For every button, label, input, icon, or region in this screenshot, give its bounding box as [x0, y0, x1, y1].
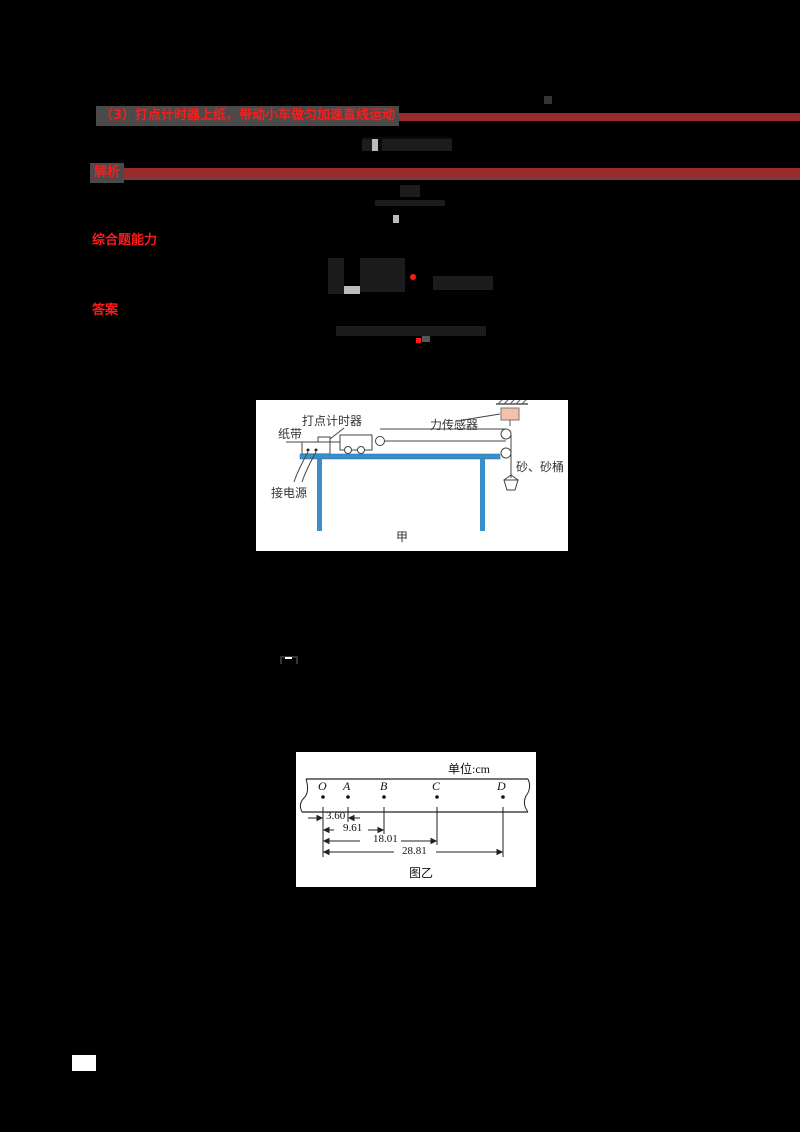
- force-sensor-label: 力传感器: [430, 418, 479, 432]
- distance-od: 28.81: [402, 845, 427, 857]
- figure2-caption: 图乙: [409, 866, 434, 880]
- section-title: （3）打点计时器上纸，带动小车做匀加速直线运动: [96, 106, 400, 126]
- figure-tape: 单位:cm O A B C D 3.60 9.61 18.01 28.81 图乙: [296, 752, 536, 887]
- power-label: 接电源: [271, 486, 308, 500]
- point-c: C: [432, 779, 441, 793]
- page-number-box: [72, 1055, 96, 1071]
- timer-label: 打点计时器: [302, 414, 363, 428]
- distance-oa: 3.60: [326, 810, 346, 822]
- analysis-heading: 解析: [90, 163, 125, 183]
- fraction-formula: [375, 185, 450, 225]
- figure-apparatus: 打点计时器 纸带 接电源 力传感器 砂、砂桶 甲: [256, 399, 568, 551]
- point-d: D: [497, 779, 506, 793]
- point-a: A: [343, 779, 351, 793]
- formula-block-2: [328, 258, 498, 294]
- sand-bucket-label: 砂、砂桶: [516, 460, 565, 474]
- point-o: O: [318, 779, 327, 793]
- answer-line: [336, 326, 486, 344]
- formula-line-1: [362, 137, 452, 151]
- section-rule: [355, 113, 800, 121]
- distance-ob: 9.61: [343, 822, 363, 834]
- apparatus-diagram: [286, 399, 528, 531]
- tape-diagram: [299, 778, 531, 857]
- distance-oc: 18.01: [373, 833, 398, 845]
- comprehensive-heading: 综合题能力: [92, 233, 158, 248]
- page-marker: [544, 96, 552, 104]
- analysis-rule: [120, 168, 800, 180]
- small-mark: [280, 656, 298, 664]
- tape-label: 纸带: [278, 427, 303, 441]
- answer-heading: 答案: [92, 303, 119, 318]
- unit-label: 单位:cm: [448, 762, 490, 776]
- point-b: B: [380, 779, 388, 793]
- figure1-caption: 甲: [396, 530, 409, 544]
